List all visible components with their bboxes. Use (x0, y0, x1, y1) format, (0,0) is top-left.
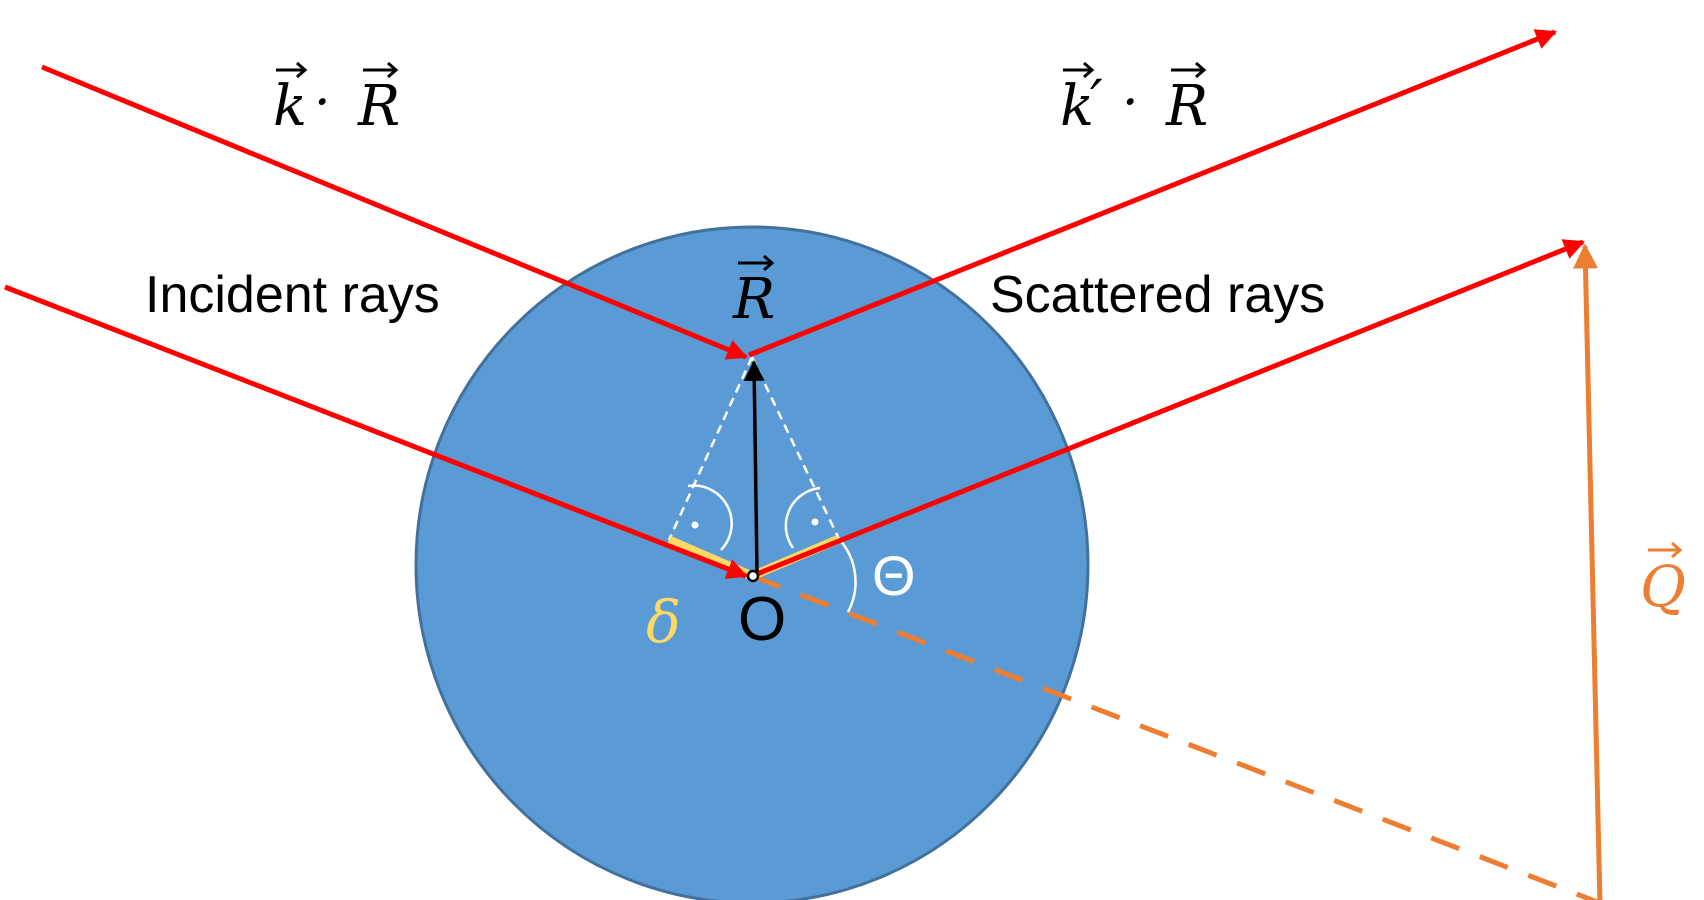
scattering-sphere (414, 225, 1090, 900)
incident-ray-lower (4, 284, 748, 579)
scattered-ray-upper (748, 29, 1557, 358)
q-vector-arrow (1573, 243, 1603, 900)
q-construction-dashed-line (751, 573, 1600, 900)
construction-dashed-line-left (667, 356, 754, 541)
formula-kprime-dot-symbol: · (1122, 73, 1139, 133)
right-angle-arc-right (784, 486, 821, 549)
vector-arrow-icon (1648, 541, 1683, 559)
vector-Q-label: Q (1640, 541, 1686, 620)
vector-arrow-icon (738, 254, 775, 272)
right-angle-arc-left (687, 484, 733, 551)
formula-k-dot-R: k · R (273, 61, 400, 139)
vector-arrow-icon (276, 61, 308, 79)
vector-Q-symbol: Q (1640, 555, 1686, 620)
formula-kprime-R-symbol: R (1165, 74, 1208, 139)
r-vector-arrow (743, 359, 765, 573)
vector-arrow-icon (363, 61, 399, 79)
scattered-ray-lower (751, 239, 1585, 579)
formula-dot-symbol: · (314, 73, 331, 133)
incident-ray-upper (41, 64, 748, 360)
construction-dashed-line-right (750, 356, 841, 540)
right-angle-dot-right (811, 518, 819, 526)
origin-label: O (738, 585, 786, 654)
vector-R-symbol: R (732, 267, 775, 332)
formula-kprime-dot-R: k ′ · R (1060, 61, 1208, 139)
vector-arrow-icon (1063, 61, 1095, 79)
origin-point (746, 569, 760, 583)
vector-R-label: R (732, 254, 775, 332)
theta-label: Θ (872, 544, 916, 607)
vector-arrow-icon (1171, 61, 1207, 79)
formula-k-symbol: k (273, 74, 307, 139)
formula-kprime-k-symbol: k (1060, 74, 1094, 139)
formula-R-symbol: R (357, 74, 400, 139)
right-angle-dot-left (691, 521, 699, 529)
theta-angle-arc (838, 538, 857, 613)
delta-label: δ (646, 588, 681, 656)
scattered-rays-label: Scattered rays (990, 266, 1325, 324)
incident-rays-label: Incident rays (145, 266, 440, 324)
formula-prime-symbol: ′ (1090, 69, 1103, 134)
